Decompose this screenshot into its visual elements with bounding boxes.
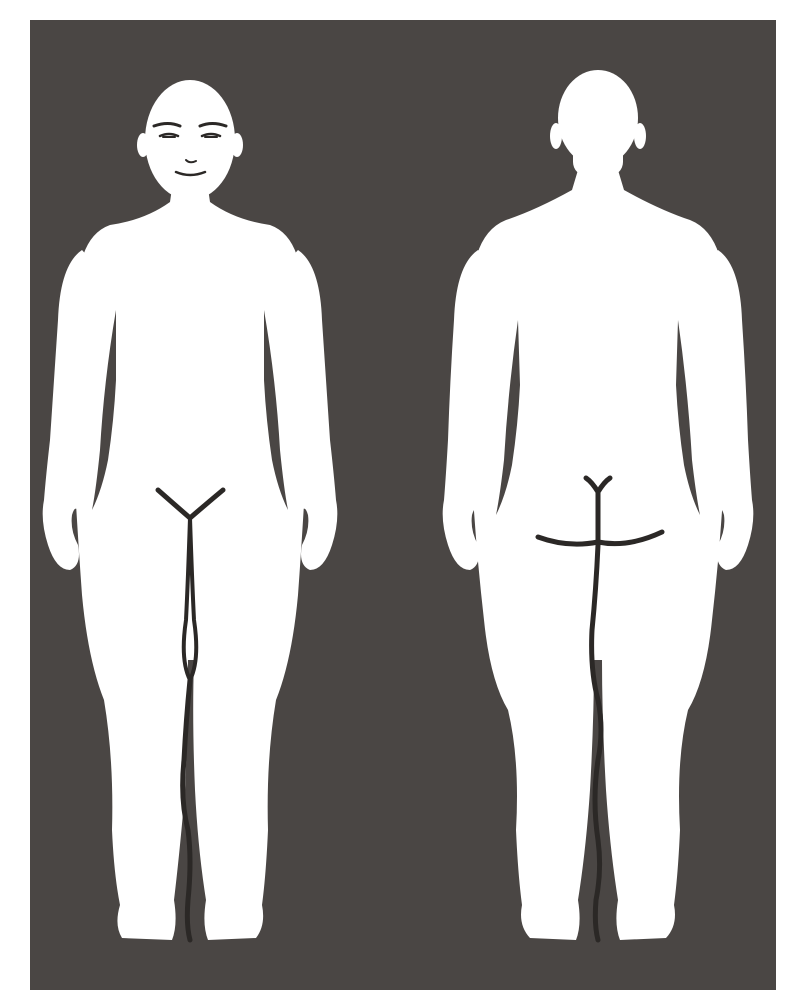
back-view-figure xyxy=(443,70,754,940)
front-head xyxy=(137,80,243,200)
body-diagram xyxy=(30,20,776,990)
front-view-figure xyxy=(43,80,338,940)
back-head xyxy=(550,70,646,176)
body-diagram-panel xyxy=(30,20,776,990)
